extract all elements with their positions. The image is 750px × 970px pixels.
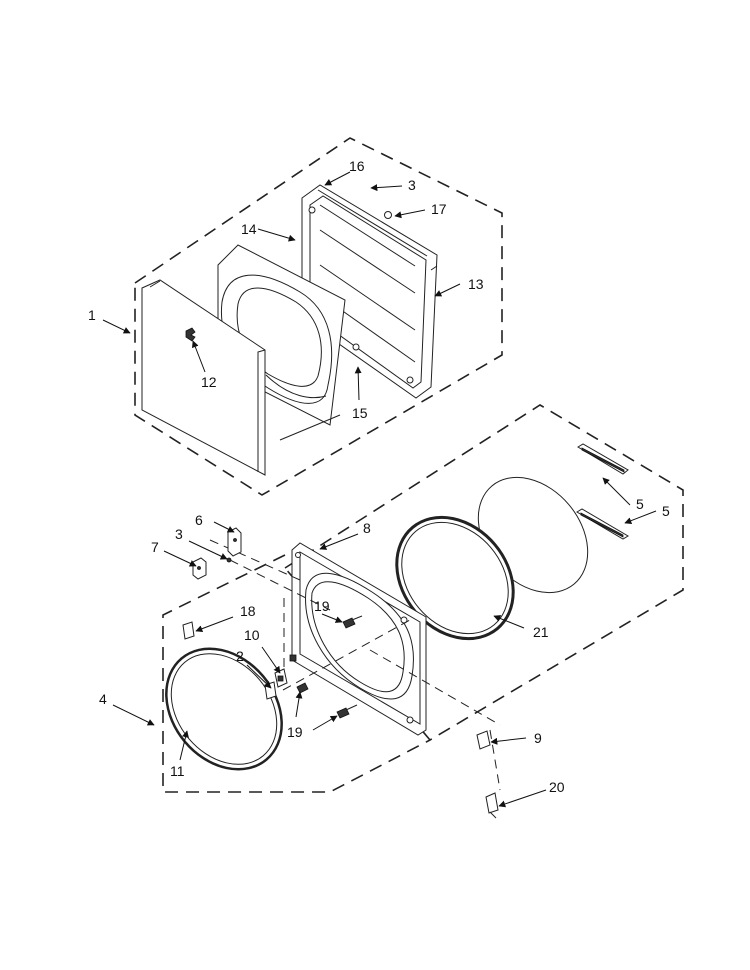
outer-front-panel <box>141 279 266 476</box>
bracket-7 <box>192 557 207 580</box>
callout-3-lower: 3 <box>175 526 183 542</box>
callout-20: 20 <box>549 779 565 795</box>
switch-10 <box>274 668 288 688</box>
callout-1: 1 <box>88 307 96 323</box>
cap-20 <box>485 792 499 819</box>
callout-17: 17 <box>431 201 447 217</box>
callout-8: 8 <box>363 520 371 536</box>
callout-19-lower: 19 <box>287 724 303 740</box>
callout-9: 9 <box>534 730 542 746</box>
switch-2 <box>264 681 277 700</box>
screw-19-lower-b <box>336 704 358 719</box>
callout-21: 21 <box>533 624 549 640</box>
top-group-dashed-boundary <box>134 137 503 496</box>
callout-5-lower: 5 <box>662 503 670 519</box>
callout-18: 18 <box>240 603 256 619</box>
screw-19-upper <box>342 615 363 629</box>
screw-3-lower <box>226 557 232 563</box>
leader-lines <box>102 171 657 808</box>
callout-6: 6 <box>195 512 203 528</box>
callout-11: 11 <box>170 763 185 779</box>
plug-18 <box>182 621 195 640</box>
callout-2: 2 <box>236 648 244 664</box>
callout-10: 10 <box>244 627 260 643</box>
front-group-dashed-boundary <box>162 554 431 793</box>
callout-labels: 1 2 3 3 4 5 5 6 7 8 9 10 11 12 13 14 15 … <box>88 158 670 795</box>
top-assembly-group <box>134 137 503 496</box>
callout-13: 13 <box>468 276 484 292</box>
rear-frame <box>301 184 438 399</box>
bottom-assembly-group <box>162 404 684 819</box>
callout-12: 12 <box>201 374 217 390</box>
screw-19-lower-a <box>296 682 309 694</box>
callout-19-upper: 19 <box>314 598 330 614</box>
callout-4: 4 <box>99 691 107 707</box>
callout-16: 16 <box>349 158 365 174</box>
callout-5-upper: 5 <box>636 496 644 512</box>
callout-7: 7 <box>151 539 159 555</box>
callout-15: 15 <box>352 405 368 421</box>
plug-9 <box>476 730 491 750</box>
front-door-panel <box>289 542 427 736</box>
door-group-dashed-boundary <box>283 404 684 742</box>
hinge-bracket-6 <box>227 527 242 557</box>
hinge-strip-lower <box>576 508 629 540</box>
inner-door-ring <box>165 647 283 771</box>
hinge-strip-upper <box>577 443 629 475</box>
callout-3-top: 3 <box>408 177 416 193</box>
callout-14: 14 <box>241 221 257 237</box>
